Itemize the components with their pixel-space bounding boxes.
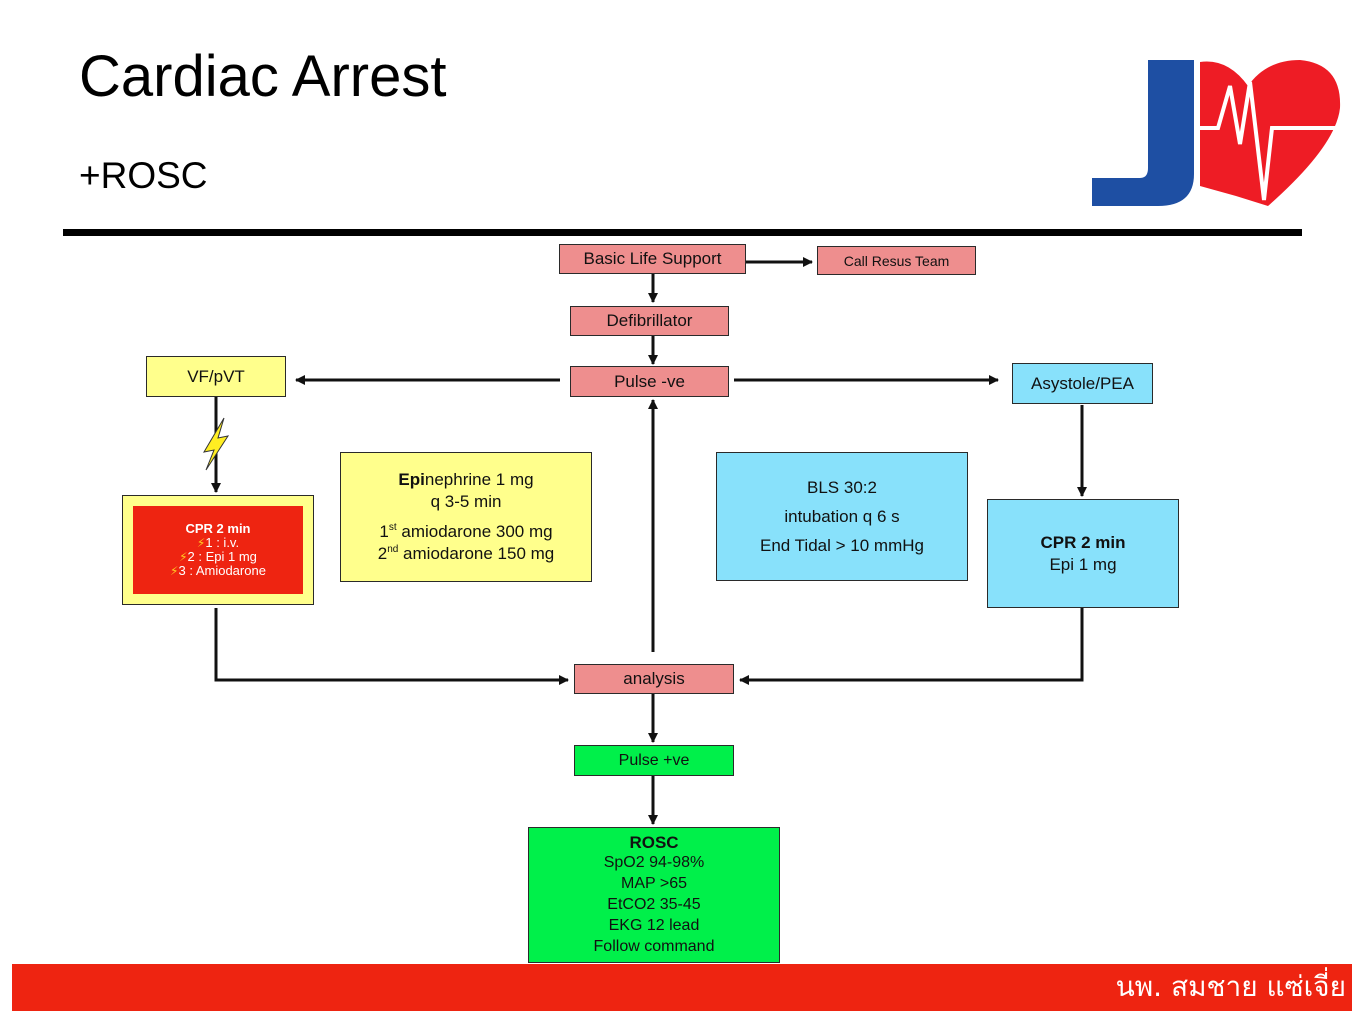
pulse-positive-label: Pulse +ve [618, 751, 690, 769]
lightning-bolt-icon: ⚡ [170, 564, 179, 578]
vf-cpr-title: CPR 2 min [185, 521, 251, 536]
rosc-title: ROSC [629, 832, 679, 852]
defibrillator-label: Defibrillator [606, 311, 693, 330]
vf-cpr-item: ⚡3 : Amiodarone [170, 563, 266, 579]
page-title: Cardiac Arrest [79, 44, 447, 109]
amiodarone-first-dose: 1st amiodarone 300 mg [379, 522, 553, 541]
arrow-asyscpr-to-analysis [739, 608, 1084, 685]
footer-bar: นพ. สมชาย แซ่เจี่ย [12, 964, 1352, 1011]
bls-box: Basic Life Support [559, 244, 746, 274]
bls-info-box: BLS 30:2 intubation q 6 s End Tidal > 10… [716, 452, 968, 581]
asys-cpr-title: CPR 2 min [1040, 532, 1126, 552]
vf-cpr-outer-box: CPR 2 min ⚡1 : i.v. ⚡2 : Epi 1 mg ⚡3 : A… [122, 495, 314, 605]
rosc-item: MAP >65 [621, 875, 687, 893]
asys-cpr-box: CPR 2 min Epi 1 mg [987, 499, 1179, 608]
bls-label: Basic Life Support [583, 249, 722, 268]
vf-cpr-item: ⚡1 : i.v. [196, 535, 240, 551]
epinephrine-dose: Epinephrine 1 mg [398, 470, 534, 489]
rosc-item: EKG 12 lead [608, 916, 700, 934]
amiodarone-second-dose: 2nd amiodarone 150 mg [377, 544, 555, 563]
page-subtitle: +ROSC [79, 155, 208, 196]
vf-pvt-box: VF/pVT [146, 356, 286, 397]
footer-author: นพ. สมชาย แซ่เจี่ย [1115, 970, 1346, 1003]
asys-cpr-epi: Epi 1 mg [1049, 554, 1117, 574]
logo-letter-j [1092, 60, 1194, 206]
intubation-rate: intubation q 6 s [784, 507, 900, 526]
epinephrine-frequency: q 3-5 min [430, 492, 502, 511]
logo-ecg-line [1200, 81, 1340, 201]
jp-heart-ecg-logo-icon [1092, 60, 1341, 206]
lightning-bolt-icon: ⚡ [179, 550, 188, 564]
defibrillator-box: Defibrillator [570, 306, 729, 336]
asystole-pea-label: Asystole/PEA [1031, 373, 1134, 393]
header-divider [63, 229, 1302, 236]
rosc-item: Follow command [593, 937, 715, 955]
pulse-positive-box: Pulse +ve [574, 745, 734, 776]
lightning-bolt-icon [203, 417, 230, 471]
rosc-item: SpO2 94-98% [603, 854, 705, 872]
lightning-bolt-icon: ⚡ [196, 536, 206, 550]
analysis-label: analysis [623, 669, 685, 688]
rosc-item: EtCO2 35-45 [607, 896, 701, 913]
asystole-pea-box: Asystole/PEA [1012, 363, 1153, 404]
analysis-box: analysis [574, 664, 734, 694]
end-tidal-target: End Tidal > 10 mmHg [760, 536, 924, 555]
arrow-vfcpr-to-analysis [214, 608, 569, 685]
drug-dosing-box: Epinephrine 1 mg q 3-5 min 1st amiodaron… [340, 452, 592, 582]
pulse-negative-label: Pulse -ve [614, 371, 685, 391]
vf-cpr-inner-box: CPR 2 min ⚡1 : i.v. ⚡2 : Epi 1 mg ⚡3 : A… [133, 506, 303, 594]
call-resus-team-label: Call Resus Team [843, 252, 950, 269]
rosc-box: ROSC SpO2 94-98% MAP >65 EtCO2 35-45 EKG… [528, 827, 780, 963]
call-resus-team-box: Call Resus Team [817, 246, 976, 275]
vf-cpr-item: ⚡2 : Epi 1 mg [179, 549, 257, 565]
bls-ratio: BLS 30:2 [807, 478, 877, 497]
pulse-negative-box: Pulse -ve [570, 366, 729, 397]
vf-pvt-label: VF/pVT [187, 366, 245, 386]
